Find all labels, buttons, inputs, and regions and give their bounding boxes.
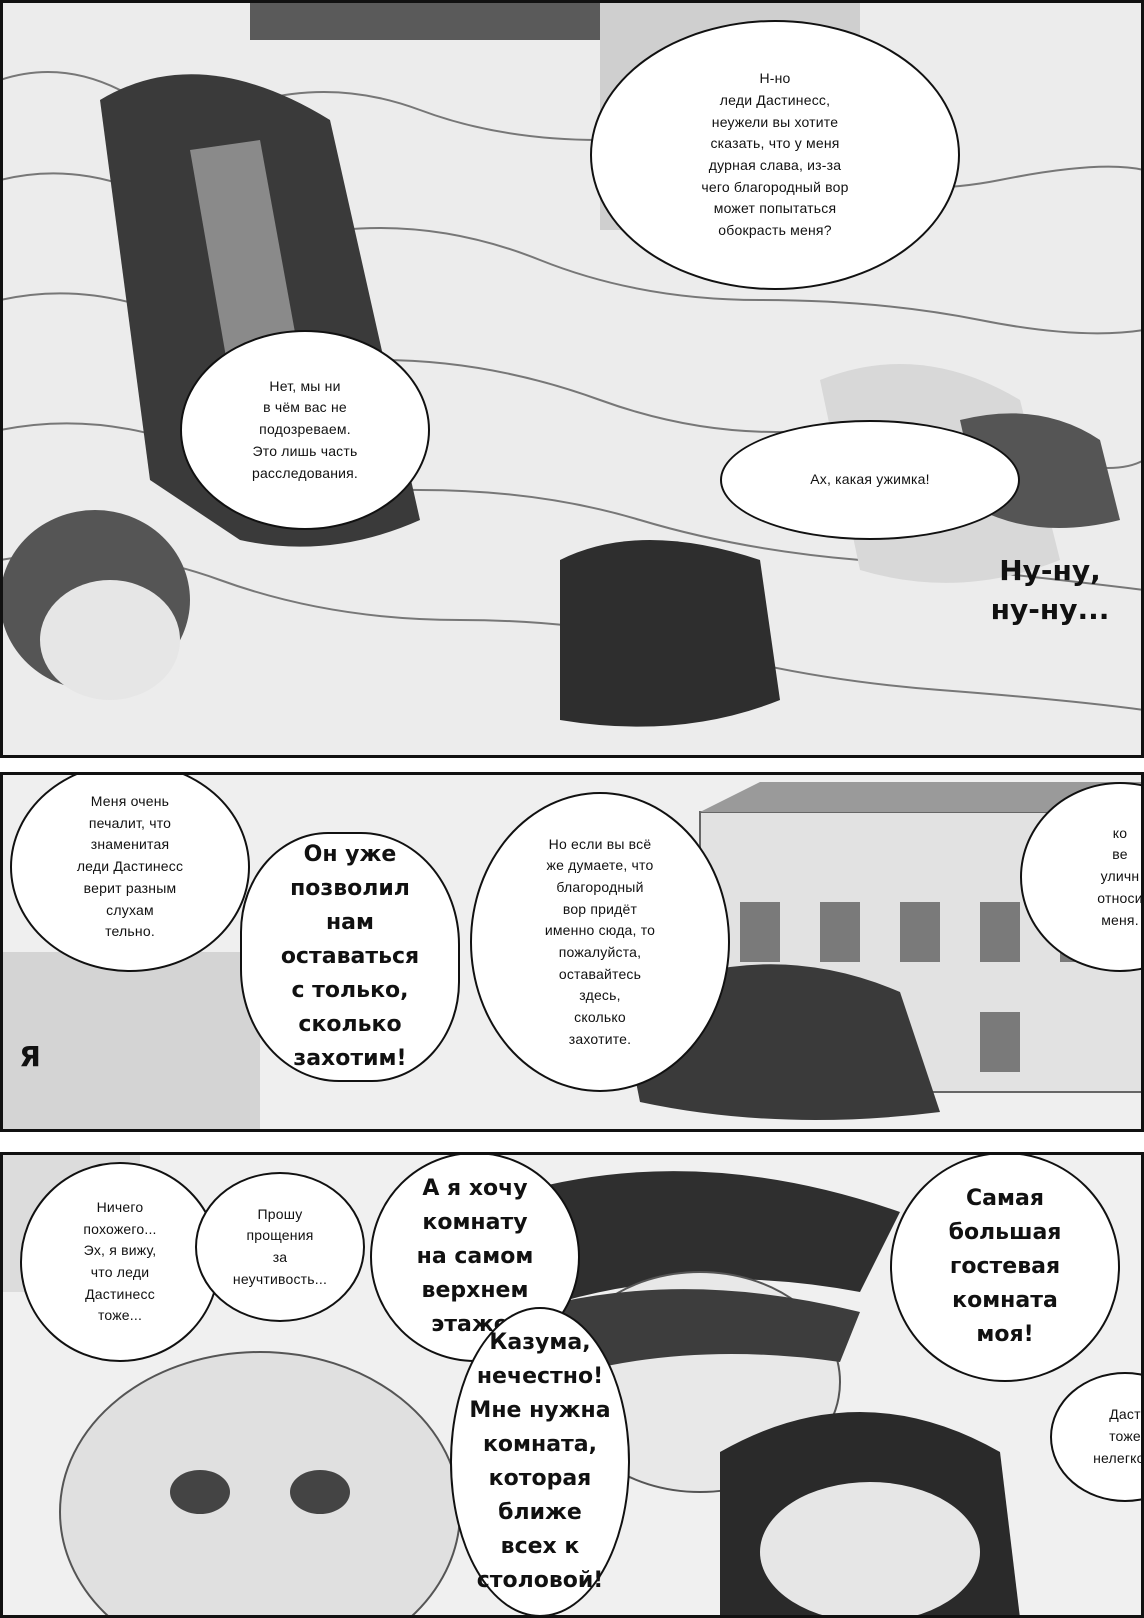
speech-text: Даст тоже нелегко...	[1093, 1406, 1144, 1466]
speech-bubble: Самая большая гостевая комната моя!	[890, 1152, 1120, 1382]
speech-text: Ну-ну, ну-ну...	[990, 553, 1110, 626]
speech-text: Прошу прощения за неучтивость...	[232, 1205, 328, 1287]
speech-bubble: Но если вы всё же думаете, что благородн…	[470, 792, 730, 1092]
panel-1: Н-но леди Дастинесс, неужели вы хотите с…	[0, 0, 1144, 758]
speech-text: Я	[19, 1040, 41, 1074]
speech-text: Меня очень печалит, что знаменитая леди …	[76, 793, 184, 940]
speech-bubble: Меня очень печалит, что знаменитая леди …	[10, 772, 250, 972]
speech-text: Н-но леди Дастинесс, неужели вы хотите с…	[701, 70, 849, 239]
speech-text: Нет, мы ни в чём вас не подозреваем. Это…	[251, 377, 359, 481]
speech-bubble: Ах, какая ужимка!	[720, 420, 1020, 540]
speech-text: ко ве уличн относи меня.	[1097, 824, 1143, 928]
speech-bubble: Я	[0, 1012, 60, 1102]
speech-bubble: Нет, мы ни в чём вас не подозреваем. Это…	[180, 330, 430, 530]
speech-bubble: Ну-ну, ну-ну...	[960, 530, 1140, 650]
panel-3: Ничего похожего... Эх, я вижу, что леди …	[0, 1152, 1144, 1618]
speech-bubble: Н-но леди Дастинесс, неужели вы хотите с…	[590, 20, 960, 290]
speech-text: Ничего похожего... Эх, я вижу, что леди …	[83, 1198, 157, 1324]
speech-text: Казума, нечестно! Мне нужна комната, кот…	[469, 1329, 611, 1594]
panel-2: Меня очень печалит, что знаменитая леди …	[0, 772, 1144, 1132]
speech-text: Ах, какая ужимка!	[810, 471, 930, 488]
speech-text: Но если вы всё же думаете, что благородн…	[544, 835, 656, 1047]
speech-bubble: Казума, нечестно! Мне нужна комната, кот…	[450, 1307, 630, 1617]
speech-bubble: Ничего похожего... Эх, я вижу, что леди …	[20, 1162, 220, 1362]
speech-text: Он уже позволил нам оставаться с только,…	[280, 841, 420, 1072]
speech-bubble: Он уже позволил нам оставаться с только,…	[240, 832, 460, 1082]
speech-bubble: Прошу прощения за неучтивость...	[195, 1172, 365, 1322]
speech-text: Самая большая гостевая комната моя!	[948, 1185, 1062, 1348]
panel-1-artwork	[0, 0, 1144, 758]
